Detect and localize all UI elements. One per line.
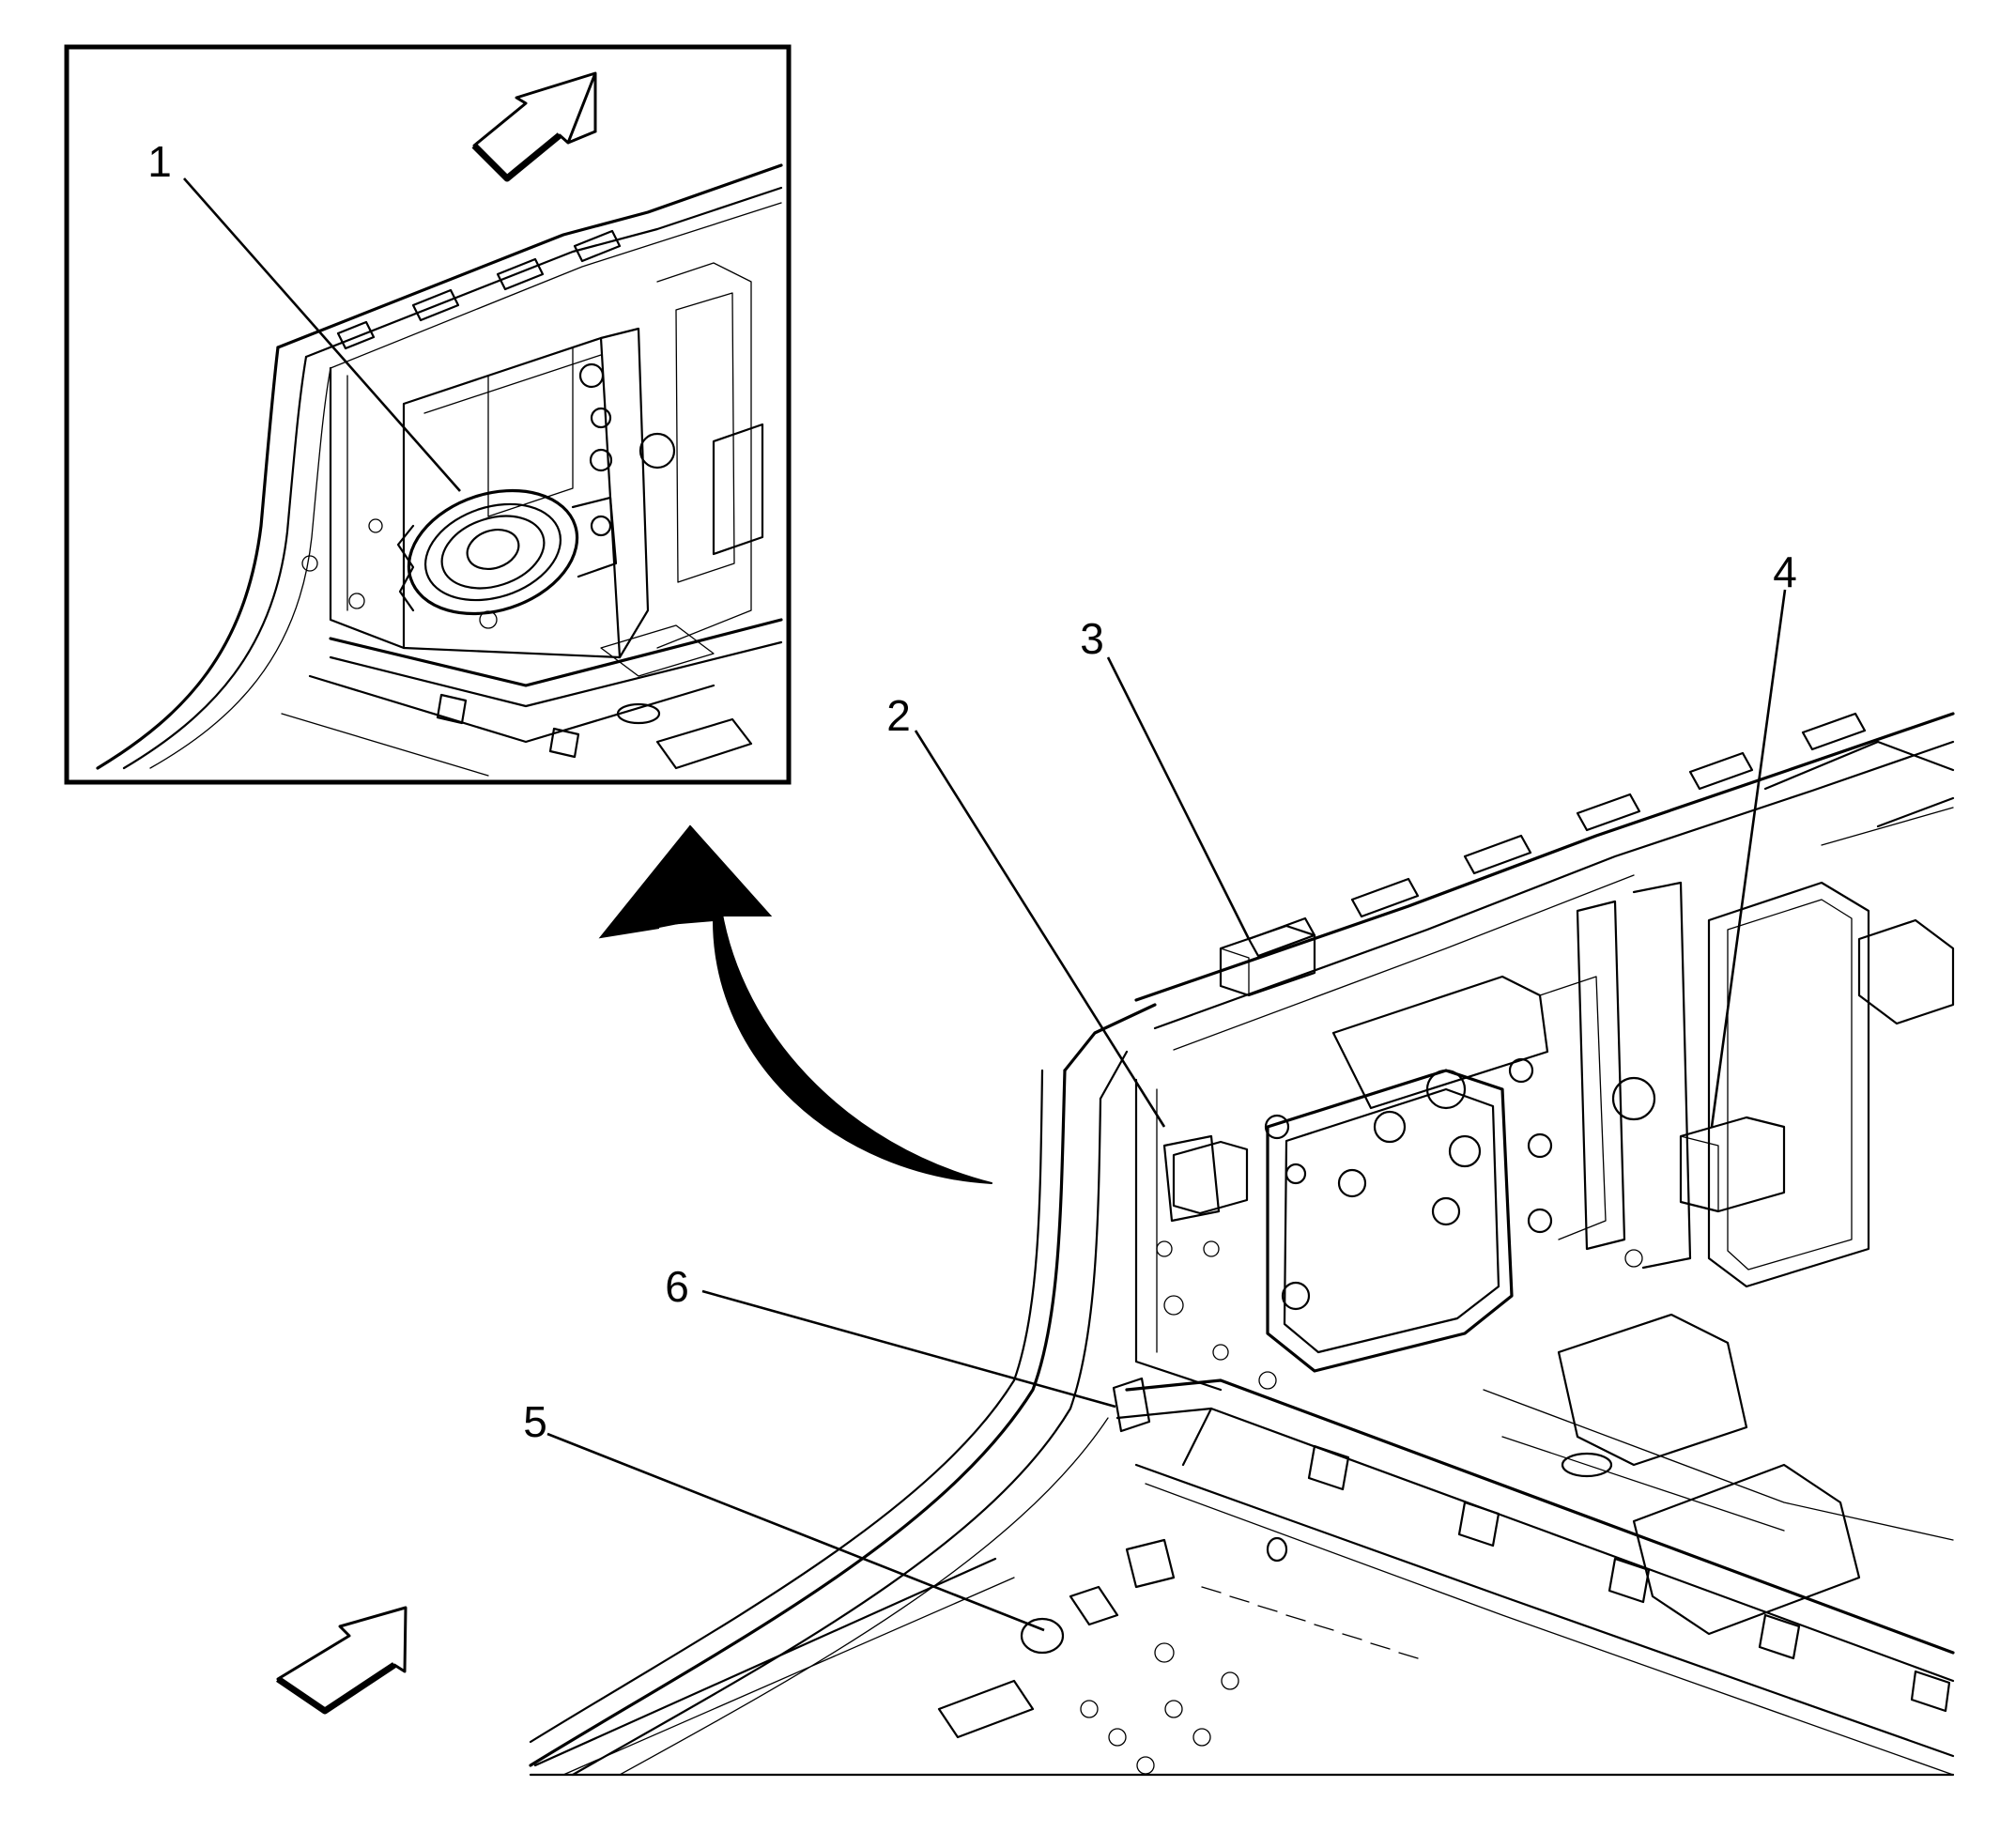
main-view: 2 3 4 6 5: [276, 547, 1955, 1777]
main-line-art: [529, 712, 1955, 1777]
callout-6: 6: [665, 1262, 689, 1311]
inset-line-art: [96, 163, 783, 777]
callout-2: 2: [886, 691, 911, 740]
speaker-detail: [396, 488, 618, 616]
inset-forward-arrow-icon: [471, 71, 597, 182]
callout-4: 4: [1773, 547, 1797, 596]
callout-3: 3: [1080, 614, 1104, 663]
main-forward-arrow-icon: [276, 1606, 408, 1715]
curved-arrow-icon: [598, 824, 992, 1184]
callout-5: 5: [523, 1397, 547, 1446]
inset-frame: [64, 44, 792, 785]
callout-1: 1: [147, 137, 172, 186]
inset-detail-view: 1: [64, 44, 792, 785]
